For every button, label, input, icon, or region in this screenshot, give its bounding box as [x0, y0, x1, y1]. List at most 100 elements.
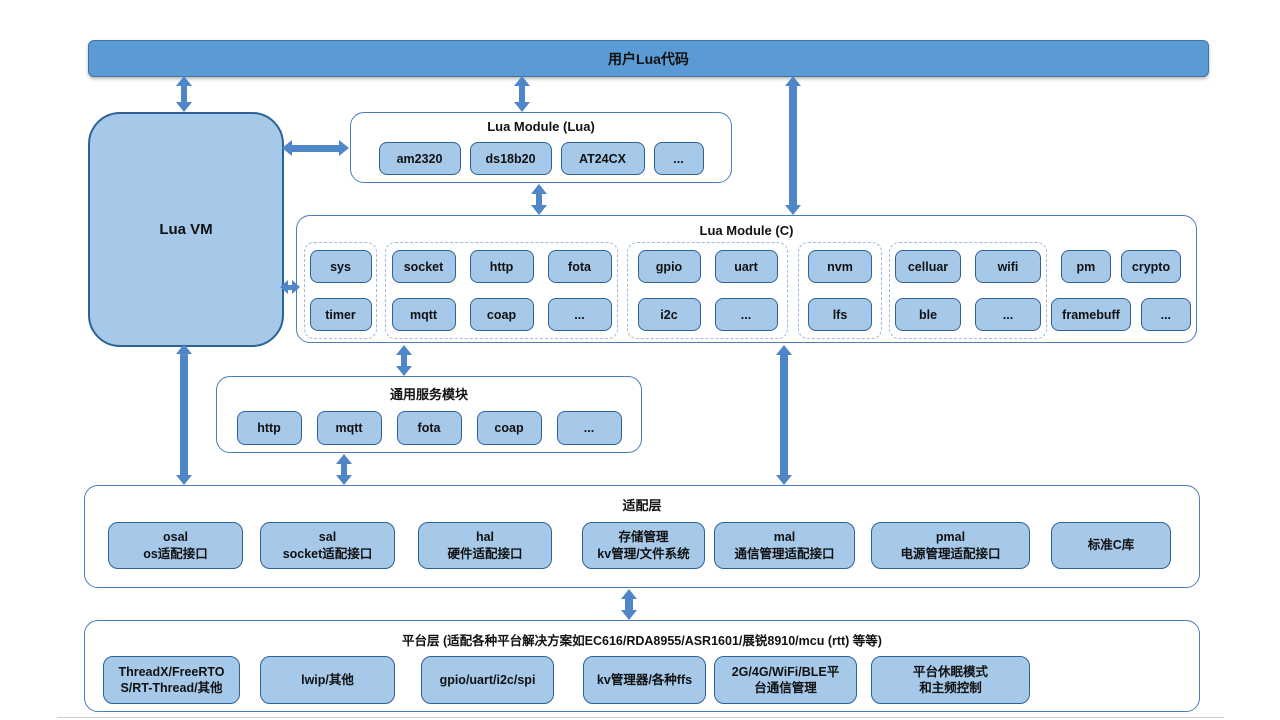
module-chip: crypto [1120, 250, 1182, 283]
adapter-box-line2: kv管理/文件系统 [597, 546, 690, 561]
module-chip: http [469, 250, 534, 283]
module-chip: nvm [808, 250, 872, 283]
adapter-layer-title: 适配层 [622, 498, 662, 513]
arrow-head-up-icon [336, 454, 352, 464]
lua-module-c-container: Lua Module (C) sys timer socket http fota mqt… [296, 215, 1197, 343]
lua-vm-label: Lua VM [159, 221, 213, 238]
module-chip: ds18b20 [469, 142, 552, 175]
arrow-shaft [180, 354, 188, 475]
arrow-head-down-icon [396, 366, 412, 376]
module-c-group-row: sys [305, 250, 376, 283]
arrow-head-up-icon [621, 589, 637, 599]
module-c-group-row: socket http fota [386, 250, 617, 283]
arrow-luavm-modulec [280, 280, 300, 294]
adapter-box-line2: os适配接口 [143, 546, 208, 561]
arrow-shaft [780, 355, 788, 475]
module-c-group: nvm lfs [798, 242, 882, 339]
module-chip: ... [714, 298, 778, 331]
module-chip: am2320 [378, 142, 461, 175]
module-chip: ... [975, 298, 1041, 331]
adapter-box-line2: 硬件适配接口 [447, 546, 523, 561]
platform-box: lwip/其他 [260, 656, 395, 704]
arrow-modulelua-modulec [531, 184, 547, 215]
arrow-head-down-icon [176, 475, 192, 485]
arrow-head-up-icon [514, 76, 530, 86]
module-chip: ... [1140, 298, 1191, 331]
module-c-group-row: timer [305, 298, 376, 331]
arrow-head-down-icon [336, 475, 352, 485]
arrow-head-down-icon [621, 610, 637, 620]
arrow-modulec-services [396, 345, 412, 376]
arrow-head-right-icon [339, 140, 349, 156]
arrow-shaft [519, 86, 525, 102]
module-chip: mqtt [316, 411, 382, 445]
module-chip: ble [895, 298, 961, 331]
adapter-box-line2: 电源管理适配接口 [900, 546, 1001, 561]
arrow-adapter-platform [621, 589, 637, 620]
arrow-shaft [292, 144, 339, 152]
module-chip: ... [653, 142, 704, 175]
arrow-usercode-modulelua [514, 76, 530, 112]
module-chip: gpio [637, 250, 701, 283]
arrow-head-left-icon [282, 140, 292, 156]
platform-layer-title: 平台层 (适配各种平台解决方案如EC616/RDA8955/ASR1601/展锐… [402, 634, 882, 648]
arrow-shaft [288, 284, 292, 290]
lua-module-c-title: Lua Module (C) [699, 223, 794, 238]
module-chip: socket [391, 250, 456, 283]
module-chip: fota [547, 250, 612, 283]
module-chip: i2c [637, 298, 701, 331]
module-chip: wifi [975, 250, 1041, 283]
module-chip: ... [547, 298, 612, 331]
arrow-luavm-modulelua [282, 140, 349, 156]
platform-box: 平台休眠模式 和主频控制 [871, 656, 1030, 704]
common-services-title: 通用服务模块 [389, 387, 468, 402]
arrow-shaft [401, 355, 407, 366]
module-c-group-row: ble... [890, 298, 1046, 331]
adapter-box: 标准C库 [1051, 522, 1171, 569]
adapter-box-line1: mal [773, 530, 796, 545]
arrow-shaft [341, 464, 347, 475]
module-chip: timer [309, 298, 372, 331]
platform-box: gpio/uart/i2c/spi [421, 656, 554, 704]
module-c-group-row: celluar wifi [890, 250, 1046, 283]
platform-box: 2G/4G/WiFi/BLE平 台通信管理 [714, 656, 857, 704]
module-c-group-row: nvm [799, 250, 881, 283]
module-chip: pm [1060, 250, 1111, 283]
module-c-group-row: lfs [799, 298, 881, 331]
module-c-group-row: pm crypto [1049, 250, 1193, 283]
arrow-head-down-icon [531, 205, 547, 215]
module-chip: coap [469, 298, 534, 331]
module-chip: celluar [895, 250, 961, 283]
module-chip: framebuff [1051, 298, 1131, 331]
lua-module-lua-title: Lua Module (Lua) [487, 119, 595, 134]
adapter-box-line2: socket适配接口 [282, 546, 373, 561]
arrow-head-up-icon [396, 345, 412, 355]
adapter-box-line1: 标准C库 [1087, 538, 1135, 553]
module-c-group: pm crypto framebuff... [1049, 242, 1193, 339]
arrow-shaft [181, 86, 187, 102]
adapter-box-line2: 通信管理适配接口 [734, 546, 835, 561]
arrow-head-down-icon [776, 475, 792, 485]
arrow-head-left-icon [280, 280, 288, 294]
adapter-box-line1: pmal [935, 530, 966, 545]
arrow-head-up-icon [776, 345, 792, 355]
module-chip: coap [476, 411, 542, 445]
arrow-head-up-icon [176, 344, 192, 354]
module-c-group: sys timer [304, 242, 377, 339]
lua-vm-box: Lua VM [88, 112, 284, 347]
platform-layer-container: 平台层 (适配各种平台解决方案如EC616/RDA8955/ASR1601/展锐… [84, 620, 1200, 712]
arrow-head-down-icon [176, 102, 192, 112]
